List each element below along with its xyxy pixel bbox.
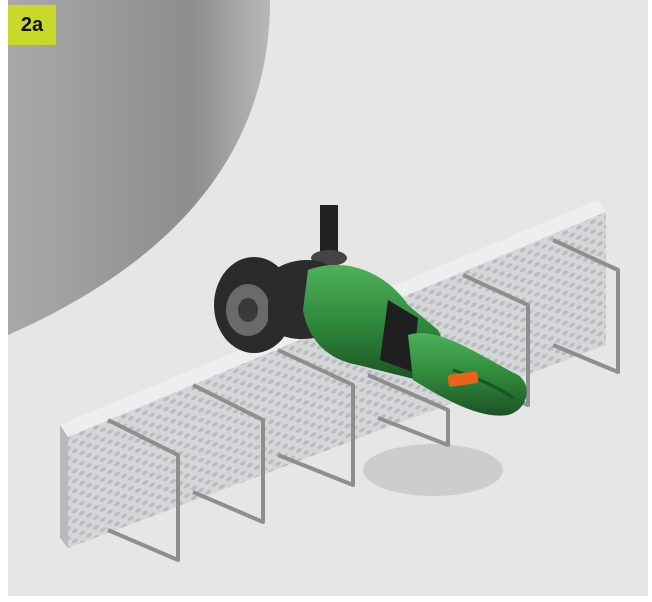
grinder-shadow (363, 444, 503, 496)
figure-label-badge: 2a (8, 5, 56, 45)
illustration (8, 0, 648, 596)
figure-label: 2a (21, 14, 43, 37)
